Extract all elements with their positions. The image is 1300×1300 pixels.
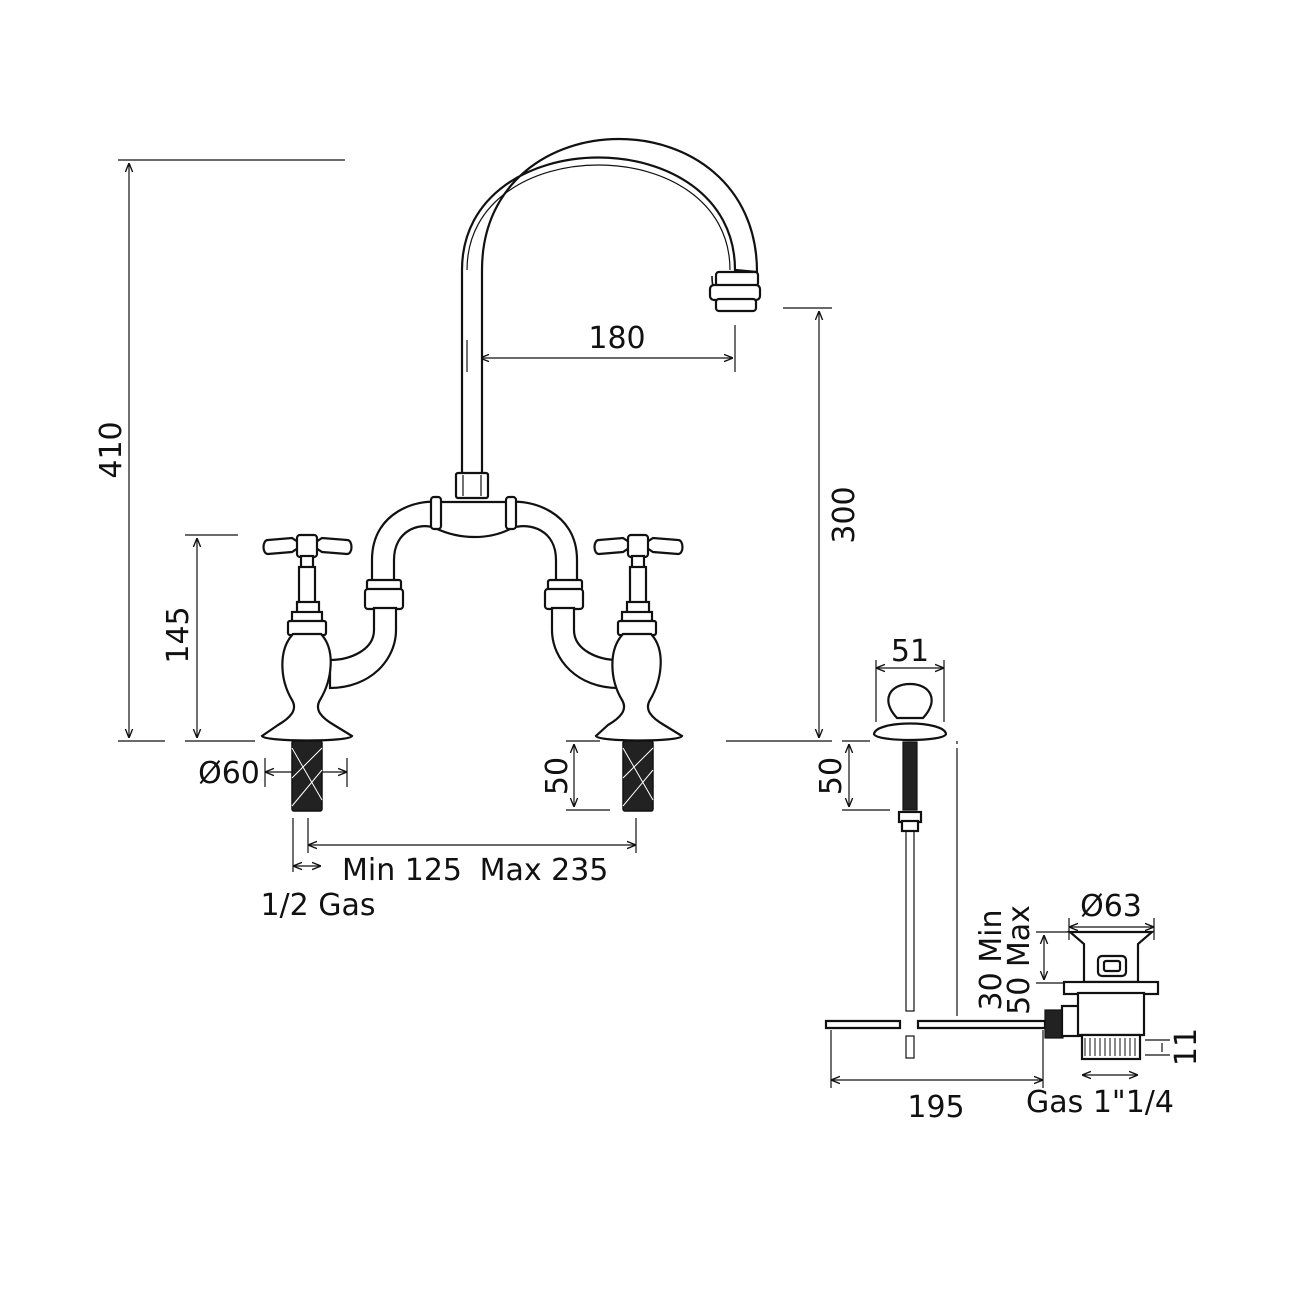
spout xyxy=(454,137,762,500)
label-spout-reach: 180 xyxy=(588,321,645,356)
label-waste-height-min: 30 Min xyxy=(974,910,1009,1011)
label-waste-diameter: Ø63 xyxy=(1080,889,1142,924)
label-centers-min: Min 125 xyxy=(342,853,462,888)
label-waste-height-max: 50 Max xyxy=(1002,905,1037,1015)
label-tap-height: 145 xyxy=(161,606,196,663)
dimension-labels: 410 145 180 300 Ø60 50 Min 125 Max 235 1… xyxy=(94,321,1204,1125)
right-tap xyxy=(593,533,684,812)
label-centers-max: Max 235 xyxy=(480,853,609,888)
label-shank-length: 50 xyxy=(540,757,575,795)
label-base-diameter: Ø60 xyxy=(198,756,260,791)
label-rod-shank: 50 xyxy=(814,757,849,795)
label-rod-length: 195 xyxy=(907,1090,964,1125)
label-connection: 1/2 Gas xyxy=(260,888,375,923)
label-knob-diameter: 51 xyxy=(891,634,929,669)
label-spout-height: 300 xyxy=(827,486,862,543)
dimension-arrows xyxy=(129,163,1170,1088)
label-waste-thread: Gas 1"1/4 xyxy=(1026,1085,1174,1120)
reference-lines xyxy=(118,159,890,811)
left-threaded-shank xyxy=(291,740,323,812)
left-tap xyxy=(260,533,354,812)
bridge xyxy=(328,495,620,690)
right-threaded-shank xyxy=(622,740,654,812)
pop-up-knob xyxy=(872,682,958,1016)
label-waste-thread-height: 11 xyxy=(1169,1028,1204,1066)
waste-assembly xyxy=(824,930,1160,1061)
label-overall-height: 410 xyxy=(94,421,129,478)
